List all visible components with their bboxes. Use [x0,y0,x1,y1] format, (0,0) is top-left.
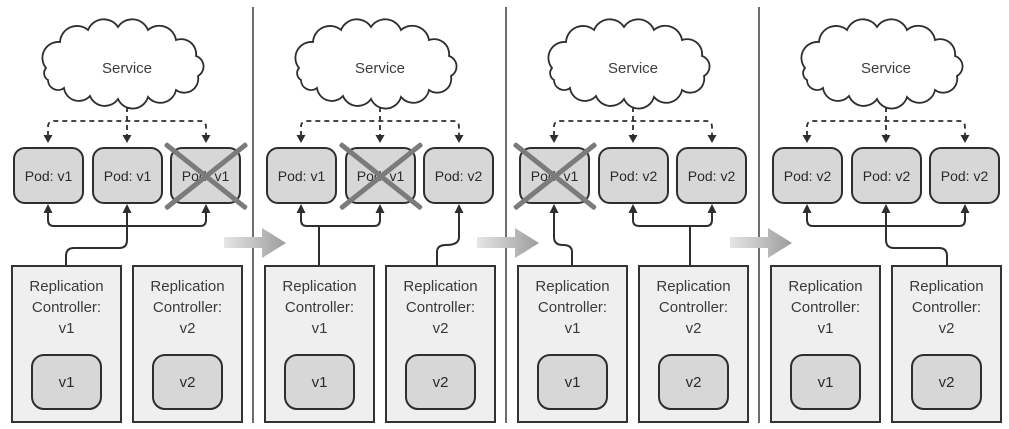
pod-box: Pod: v1 [345,147,416,204]
pod-template-box: v2 [405,354,476,410]
pod-label: Pod: v2 [687,167,736,184]
controller-link-arrowheads [296,204,464,213]
panel-step-3: Service Pod: v1 Pod: v2 [506,0,759,429]
service-link-arrowheads [43,135,211,143]
service-cloud: Service [41,18,205,110]
pod-label: Pod: v1 [24,167,73,184]
pod-template-box: v2 [911,354,982,410]
panel-step-2: Service Pod: v1 Pod: v1 [253,0,506,429]
service-label: Service [102,60,152,77]
service-cloud: Service [547,18,711,110]
pod-label: Pod: v1 [103,167,152,184]
controller-label: Replication Controller: v1 [535,278,610,337]
pod-template-label: v1 [311,373,328,391]
pod-label: Pod: v2 [783,167,832,184]
controller-to-pods-links [47,212,207,265]
controller-to-pods-links [806,212,966,265]
pod-label: Pod: v2 [862,167,911,184]
pod-label: Pod: v1 [356,167,405,184]
controller-label: Replication Controller: v2 [909,278,984,337]
pod-label: Pod: v2 [434,167,483,184]
controller-label: Replication Controller: v2 [150,278,225,337]
replication-controller-box: Replication Controller: v2 v2 [638,265,749,423]
pod-template-label: v2 [432,373,449,391]
service-to-pods-links [300,107,460,136]
controller-link-arrowheads [802,204,970,213]
pod-template-label: v1 [817,373,834,391]
pod-template-label: v2 [179,373,196,391]
replication-controller-box: Replication Controller: v2 v2 [385,265,496,423]
service-label: Service [861,60,911,77]
controller-link-arrowheads [549,204,717,213]
controller-link-arrowheads [43,204,211,213]
controller-label: Replication Controller: v1 [282,278,357,337]
pod-template-box: v1 [790,354,861,410]
pod-box: Pod: v1 [519,147,590,204]
replication-controller-box: Replication Controller: v1 v1 [11,265,122,423]
pod-box: Pod: v2 [851,147,922,204]
controller-to-pods-links [300,212,460,265]
pod-template-box: v1 [537,354,608,410]
pod-template-box: v2 [658,354,729,410]
pod-box: Pod: v2 [929,147,1000,204]
panel-step-1: Service Pod: v1 Pod: v1 [0,0,253,429]
pod-template-label: v2 [938,373,955,391]
pod-box: Pod: v2 [772,147,843,204]
pod-template-box: v1 [31,354,102,410]
pod-label: Pod: v2 [609,167,658,184]
pod-box: Pod: v2 [676,147,747,204]
pod-template-box: v1 [284,354,355,410]
replication-controller-box: Replication Controller: v2 v2 [891,265,1002,423]
transition-arrow-icon [477,228,539,258]
pod-template-box: v2 [152,354,223,410]
service-label: Service [355,60,405,77]
pod-label: Pod: v1 [530,167,579,184]
pod-template-label: v1 [58,373,75,391]
service-to-pods-links [47,107,207,136]
pod-box: Pod: v1 [92,147,163,204]
service-link-arrowheads [802,135,970,143]
service-cloud: Service [294,18,458,110]
pod-label: Pod: v2 [940,167,989,184]
replication-controller-box: Replication Controller: v1 v1 [264,265,375,423]
pod-label: Pod: v1 [277,167,326,184]
service-cloud: Service [800,18,964,110]
controller-label: Replication Controller: v1 [788,278,863,337]
replication-controller-box: Replication Controller: v2 v2 [132,265,243,423]
replication-controller-box: Replication Controller: v1 v1 [517,265,628,423]
pod-box: Pod: v1 [266,147,337,204]
service-label: Service [608,60,658,77]
controller-label: Replication Controller: v2 [403,278,478,337]
service-link-arrowheads [296,135,464,143]
service-to-pods-links [553,107,713,136]
pod-template-label: v1 [564,373,581,391]
pod-label: Pod: v1 [181,167,230,184]
pod-box: Pod: v2 [598,147,669,204]
service-to-pods-links [806,107,966,136]
replication-controller-box: Replication Controller: v1 v1 [770,265,881,423]
controller-label: Replication Controller: v2 [656,278,731,337]
pod-box: Pod: v2 [423,147,494,204]
service-link-arrowheads [549,135,717,143]
pod-template-label: v2 [685,373,702,391]
transition-arrow-icon [224,228,286,258]
controller-label: Replication Controller: v1 [29,278,104,337]
controller-to-pods-links [553,212,713,265]
transition-arrow-icon [730,228,792,258]
panel-step-4: Service Pod: v2 Pod: v2 [759,0,1009,429]
pod-box: Pod: v1 [13,147,84,204]
pod-box: Pod: v1 [170,147,241,204]
